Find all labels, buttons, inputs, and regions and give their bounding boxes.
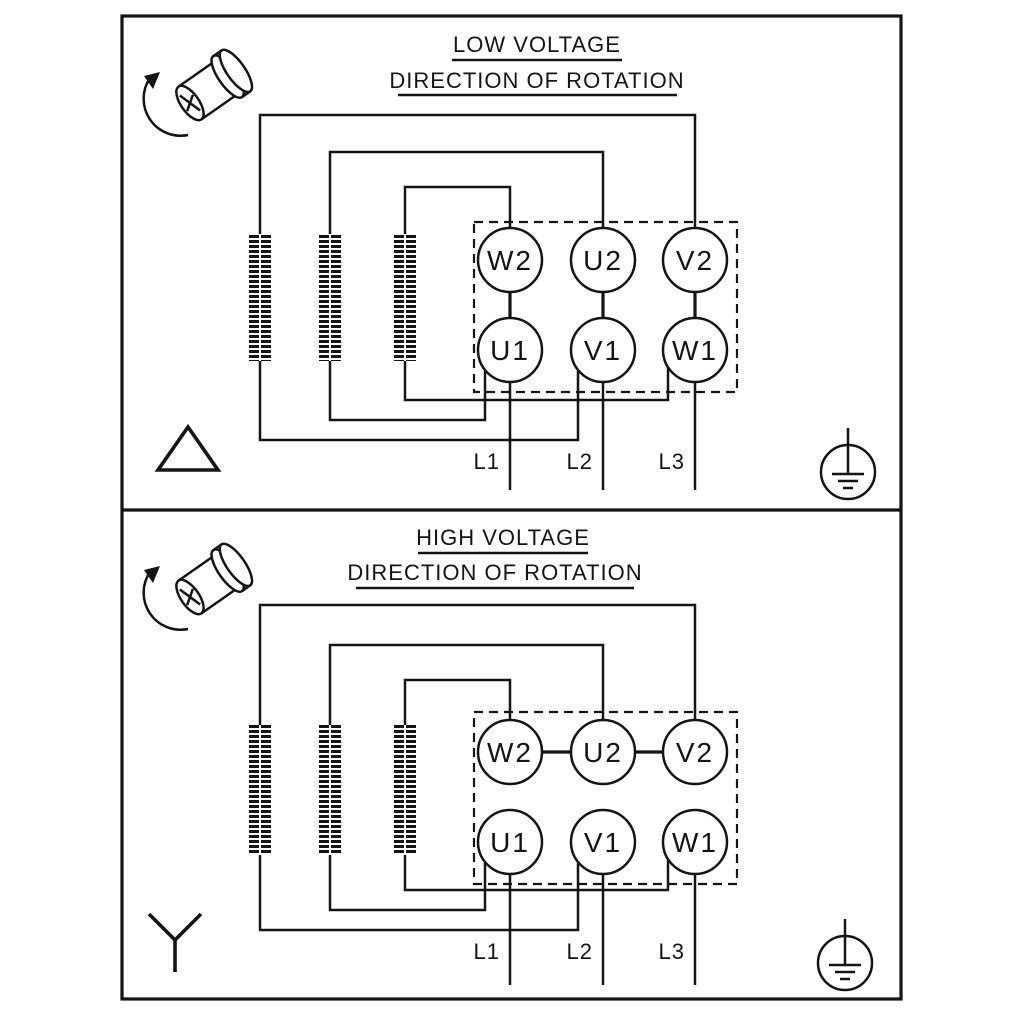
wire-coil3-to-W1 (403, 855, 670, 892)
panel-high-voltage: HIGH VOLTAGE DIRECTION OF ROTATION (142, 525, 874, 992)
rotation-direction-shaft-icon (142, 537, 259, 631)
terminal-W1: W1 (661, 808, 729, 876)
terminal-label: V1 (584, 335, 622, 366)
terminal-W2: W2 (476, 226, 544, 294)
supply-label-L3: L3 (659, 449, 685, 474)
earth-ground-icon (816, 917, 874, 992)
terminal-label: U2 (583, 737, 623, 768)
terminal-V1: V1 (569, 808, 637, 876)
terminal-V1: V1 (569, 316, 637, 384)
terminal-circle (661, 718, 729, 786)
terminal-label: W2 (487, 245, 533, 276)
panel-title: LOW VOLTAGE (453, 32, 621, 57)
terminal-circle (476, 226, 544, 294)
terminal-V2: V2 (661, 718, 729, 786)
terminal-circle (661, 808, 729, 876)
motor-windings (249, 725, 416, 855)
terminal-label: W1 (672, 335, 718, 366)
rotation-direction-shaft-icon (142, 43, 259, 137)
terminal-W2: W2 (476, 718, 544, 786)
delta-symbol-icon (154, 423, 222, 472)
terminal-U1: U1 (476, 316, 544, 384)
wire-coil2-to-U2 (328, 150, 605, 234)
terminal-label: W2 (487, 737, 533, 768)
motor-windings (249, 234, 416, 361)
terminal-label: U1 (490, 827, 530, 858)
terminal-V2: V2 (661, 226, 729, 294)
wire-coil3-to-W1 (403, 361, 670, 402)
terminal-label: W1 (672, 827, 718, 858)
supply-label-L2: L2 (567, 939, 593, 964)
supply-label-L1: L1 (474, 449, 500, 474)
terminal-U2: U2 (569, 226, 637, 294)
terminal-circle (476, 718, 544, 786)
panel-subtitle: DIRECTION OF ROTATION (389, 68, 684, 93)
panel-title: HIGH VOLTAGE (416, 525, 590, 550)
wire-coil3-to-W2 (403, 185, 512, 234)
terminal-board-outline (472, 710, 739, 886)
wire-coil2-to-U2 (328, 643, 605, 725)
supply-label-L1: L1 (474, 939, 500, 964)
terminal-label: U1 (490, 335, 530, 366)
star-symbol-icon (147, 912, 203, 972)
terminal-U2: U2 (569, 718, 637, 786)
wire-coil2-to-U1 (328, 361, 487, 422)
terminal-label: V1 (584, 827, 622, 858)
panel-subtitle: DIRECTION OF ROTATION (347, 560, 642, 585)
wire-coil1-to-V1 (258, 361, 580, 442)
terminal-board-outline (472, 220, 739, 394)
terminal-label: V2 (676, 245, 714, 276)
wire-coil1-to-V2 (258, 603, 697, 725)
terminal-circle (569, 808, 637, 876)
supply-label-L2: L2 (567, 449, 593, 474)
wire-coil3-to-W2 (403, 678, 512, 725)
terminal-circle (661, 226, 729, 294)
supply-label-L3: L3 (659, 939, 685, 964)
earth-ground-icon (819, 426, 877, 501)
wire-coil1-to-V2 (258, 113, 697, 234)
terminal-circle (476, 316, 544, 384)
terminal-circle (569, 316, 637, 384)
terminal-label: U2 (583, 245, 623, 276)
terminal-W1: W1 (661, 316, 729, 384)
wire-coil2-to-U1 (328, 855, 487, 912)
terminal-circle (661, 316, 729, 384)
diagram-border (120, 14, 903, 1001)
panel-low-voltage: LOW VOLTAGE DIRECTION OF ROTATION (142, 32, 877, 501)
wire-coil1-to-V1 (258, 855, 580, 932)
terminal-U1: U1 (476, 808, 544, 876)
terminal-circle (476, 808, 544, 876)
terminal-circle (569, 718, 637, 786)
terminal-label: V2 (676, 737, 714, 768)
terminal-circle (569, 226, 637, 294)
